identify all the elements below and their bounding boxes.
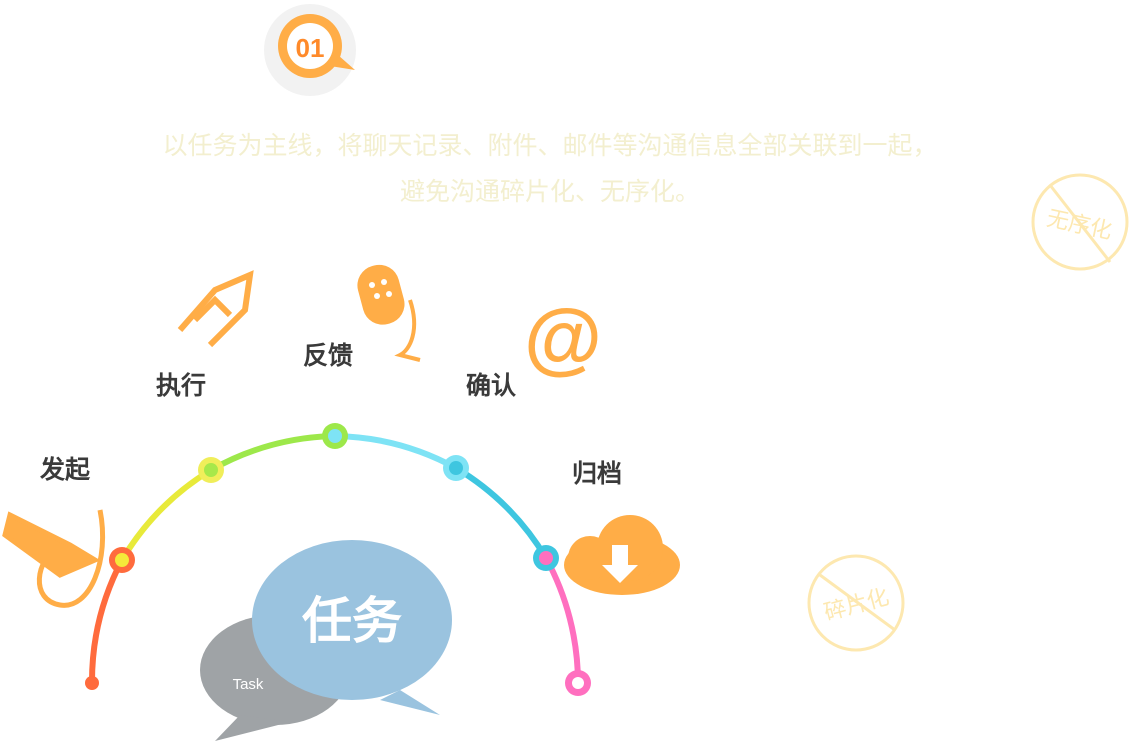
description-line-2: 避免沟通碎片化、无序化。: [399, 177, 700, 206]
pencil-icon: [2, 509, 106, 608]
stamp-fragment: 碎片化: [807, 554, 905, 652]
svg-text:无序化: 无序化: [1044, 206, 1114, 244]
at-icon: @: [524, 293, 602, 382]
cloud-download-icon: [564, 515, 680, 595]
step-label-feedback: 反馈: [303, 341, 354, 370]
description-line-1: 以任务为主线，将聊天记录、附件、邮件等沟通信息全部关联到一起，: [162, 131, 938, 160]
step-label-start: 发起: [40, 455, 91, 484]
arc-start-dot: [85, 676, 99, 690]
task-bubble-blue: 任务: [252, 540, 452, 715]
svg-text:01: 01: [296, 33, 325, 63]
step-label-confirm: 确认: [466, 371, 517, 400]
step-label-archive: 归档: [572, 459, 623, 488]
svg-text:Task: Task: [233, 676, 264, 693]
arrow-icon: [177, 270, 254, 348]
badge-01: 01: [264, 4, 356, 96]
microphone-icon: [357, 264, 421, 362]
svg-text:任务: 任务: [302, 592, 402, 650]
step-label-execute: 执行: [156, 371, 207, 400]
